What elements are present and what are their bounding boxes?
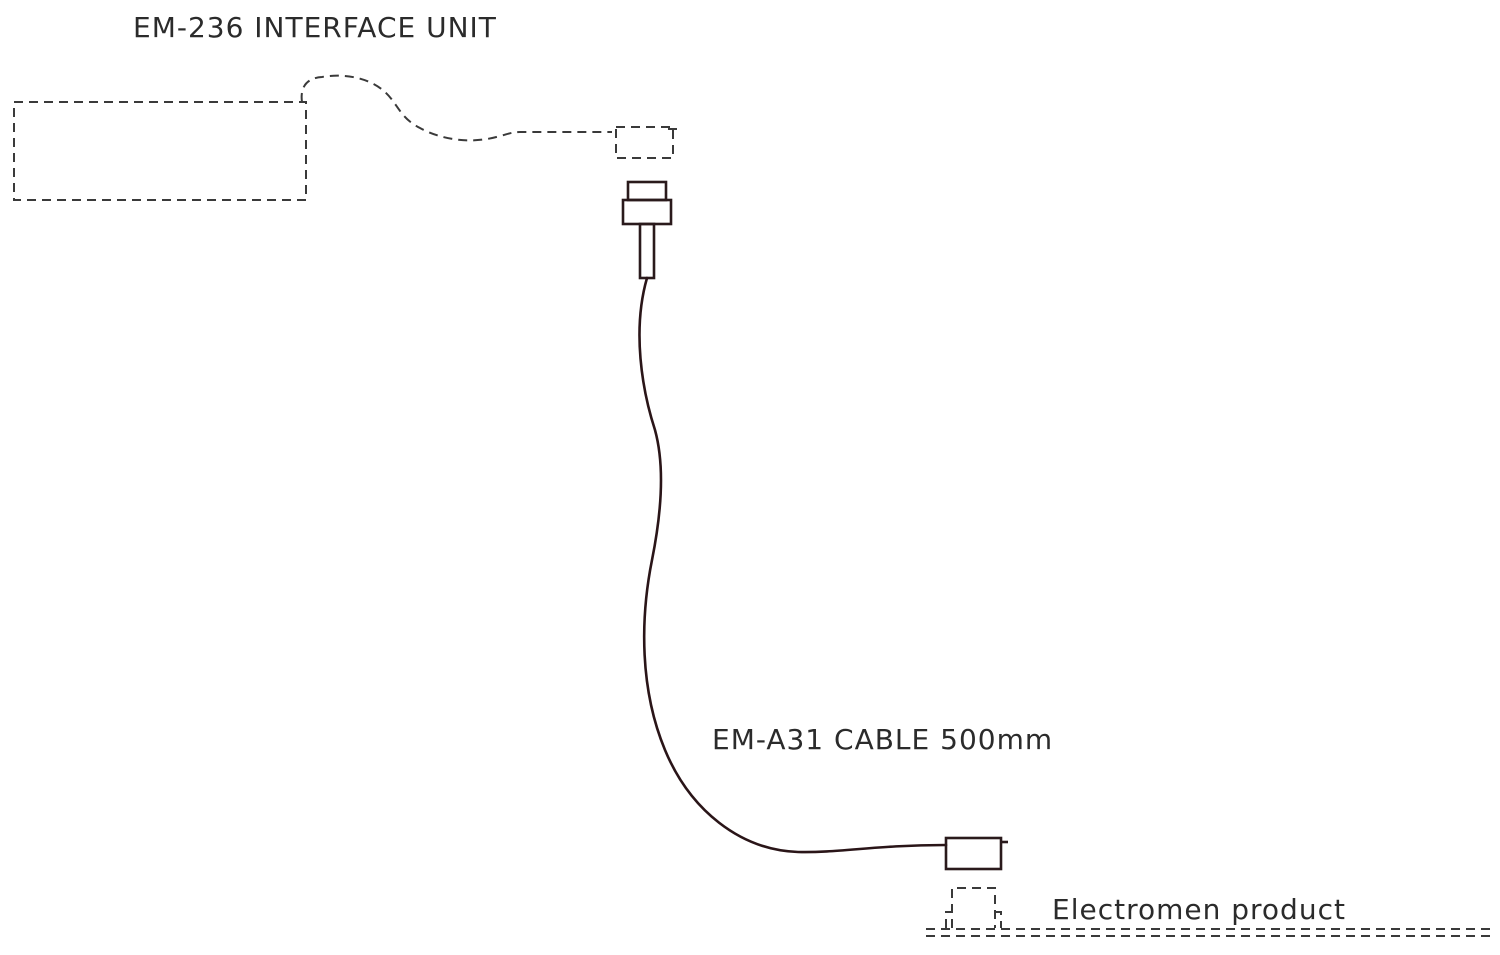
electromen-product xyxy=(926,887,1490,937)
product-label: Electromen product xyxy=(1052,893,1346,926)
interface-unit-label: EM-236 INTERFACE UNIT xyxy=(133,11,497,44)
cable-line xyxy=(638,276,948,854)
product-socket-flanges xyxy=(945,911,1002,928)
product-socket xyxy=(951,887,996,928)
connector-strain-relief xyxy=(638,222,656,280)
connector-plug-body xyxy=(621,198,673,226)
interface-unit-socket xyxy=(615,126,674,159)
connector-plug-tip xyxy=(626,180,668,202)
cable-label: EM-A31 CABLE 500mm xyxy=(712,723,1053,756)
interface-unit xyxy=(13,74,678,201)
interface-unit-lead xyxy=(300,74,612,142)
cable-top-connector xyxy=(621,180,673,280)
connector-bottom-body xyxy=(944,836,1003,871)
cable-bottom-connector xyxy=(944,836,1008,871)
interface-unit-body xyxy=(13,101,307,201)
